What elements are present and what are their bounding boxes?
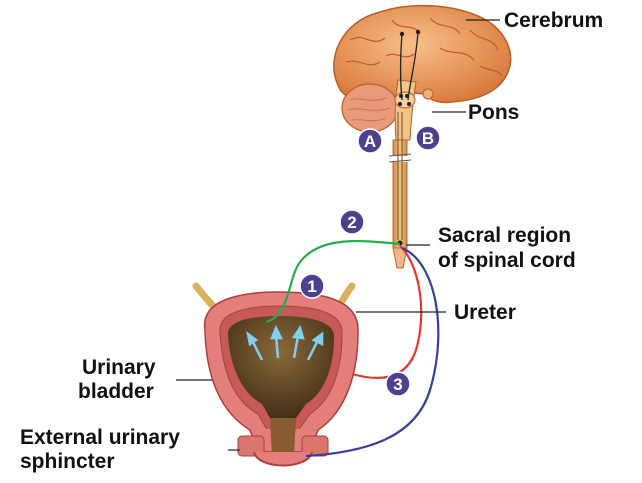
badge-a-label: A [364,132,376,151]
badge-a: A [357,128,383,154]
badge-1-label: 1 [307,277,316,296]
pathway-somatic-blue [305,246,440,458]
badge-2-label: 2 [347,213,356,232]
sphincter-left-muscle [237,435,265,457]
badge-3: 3 [385,371,411,397]
leader-lines [176,19,500,451]
label-pons: Pons [468,101,519,124]
label-sacral-line1: Sacral region [438,224,571,247]
label-ureter: Ureter [454,301,516,324]
label-cerebrum: Cerebrum [504,9,603,32]
brain-illustration [333,4,512,141]
label-sphincter-line1: External urinary [20,426,180,449]
label-bladder-line1: Urinary [82,356,156,379]
label-bladder-line2: bladder [78,380,154,403]
stretch-arrows [246,324,324,361]
pons-shape [394,91,416,109]
pathway-efferent-red [351,245,423,379]
spinal-cord [388,112,412,269]
badge-1: 1 [299,273,325,299]
label-sacral-line2: of spinal cord [438,249,576,272]
label-sphincter-line2: sphincter [20,450,115,473]
urethra [270,418,296,456]
badge-b-label: B [422,129,434,148]
badge-2: 2 [339,209,365,235]
badge-b: B [415,125,441,151]
badge-3-label: 3 [393,375,402,394]
pathway-afferent-green [265,239,401,324]
bladder-illustration [192,282,359,467]
